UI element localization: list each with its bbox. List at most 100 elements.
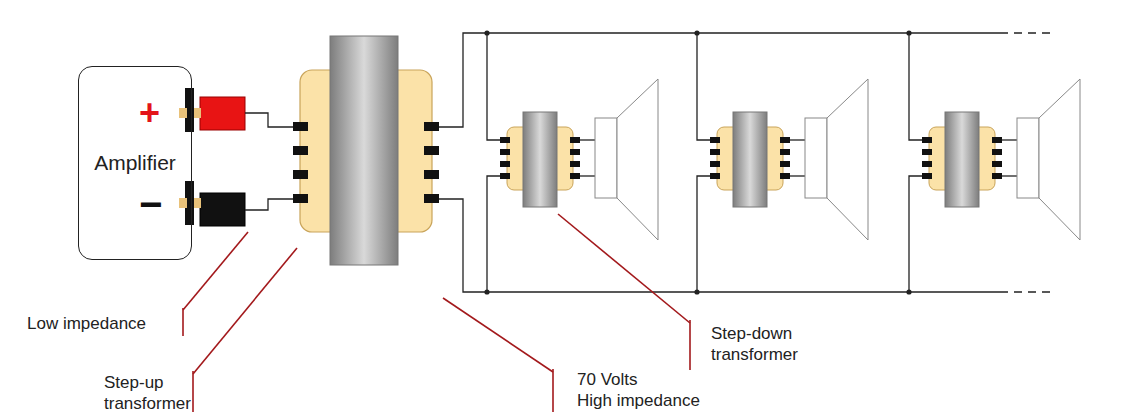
polarity-sign: − — [139, 184, 162, 224]
wire — [789, 139, 805, 140]
pin — [992, 161, 1002, 167]
label-line: transformer — [104, 393, 191, 414]
label-line: Low impedance — [27, 313, 146, 334]
label-line: High impedance — [577, 390, 700, 411]
bus-continuation — [1000, 291, 1050, 292]
leader-line — [193, 248, 297, 374]
wire — [487, 176, 501, 292]
callout-label: Step-up transformer — [104, 372, 191, 414]
red-terminal — [200, 97, 245, 130]
wire — [245, 113, 294, 127]
wire — [1001, 175, 1017, 176]
node-title: Amplifier — [94, 151, 176, 175]
leader-tick — [689, 320, 691, 370]
label-line: transformer — [711, 344, 798, 365]
pin — [922, 161, 932, 167]
pin — [570, 173, 580, 179]
transformer-pins — [293, 122, 439, 203]
leader-tick — [182, 308, 184, 336]
label-line: 70 Volts — [577, 369, 700, 390]
speaker-cone — [617, 79, 658, 240]
wire — [245, 199, 294, 210]
speaker-cone — [827, 79, 868, 240]
speaker-magnet — [1017, 118, 1039, 198]
transformer-core — [330, 36, 398, 265]
speaker-magnet — [805, 118, 827, 198]
unit-wires — [697, 33, 805, 292]
leader-tick — [552, 369, 554, 412]
pin — [710, 149, 720, 155]
wire — [909, 176, 923, 292]
wire — [579, 139, 595, 140]
bus-lines — [439, 33, 1050, 292]
pin — [424, 194, 439, 203]
callout-label: Low impedance — [27, 313, 146, 334]
leader-tick — [192, 371, 194, 412]
pin — [424, 170, 439, 179]
terminal-pin — [179, 198, 187, 208]
bus-wire — [439, 199, 1000, 292]
pin — [992, 137, 1002, 143]
junction-dot — [906, 30, 911, 35]
pin — [780, 161, 790, 167]
pin — [922, 173, 932, 179]
wire — [789, 175, 805, 176]
pin — [780, 137, 790, 143]
speaker-unit — [906, 30, 1080, 294]
terminal-pin — [179, 108, 187, 118]
pin — [424, 146, 439, 155]
transformer-core — [945, 112, 979, 207]
leader-line — [183, 232, 248, 310]
wire — [697, 33, 711, 140]
wire — [1001, 139, 1017, 140]
bus-continuation — [1000, 32, 1050, 33]
pin — [500, 149, 510, 155]
label-line: − — [139, 184, 162, 224]
callout-label: Step-down transformer — [711, 323, 798, 365]
terminal-pin — [194, 198, 201, 208]
pin — [293, 194, 308, 203]
junction-dot — [694, 30, 699, 35]
unit-wires — [487, 33, 595, 292]
pin — [500, 161, 510, 167]
pin — [293, 122, 308, 131]
junction-dot — [906, 289, 911, 294]
pin — [710, 161, 720, 167]
wire — [579, 175, 595, 176]
step-up-transformer — [293, 36, 439, 265]
transformer-core — [523, 112, 557, 207]
pin — [500, 137, 510, 143]
pin — [922, 137, 932, 143]
pin — [992, 173, 1002, 179]
pin — [570, 137, 580, 143]
pin — [992, 149, 1002, 155]
speaker-cone — [1039, 79, 1080, 240]
input-wires — [245, 113, 294, 210]
junction-dot — [484, 289, 489, 294]
callout-label: 70 Volts High impedance — [577, 369, 700, 411]
pin — [570, 149, 580, 155]
leader-line — [443, 298, 553, 372]
pin — [922, 149, 932, 155]
pin — [293, 170, 308, 179]
terminal-pin — [194, 108, 201, 118]
black-terminal — [200, 193, 245, 226]
label-line: Step-up — [104, 372, 191, 393]
speaker-magnet — [595, 118, 617, 198]
wire — [487, 33, 501, 140]
unit-wires — [909, 33, 1017, 292]
speaker-unit — [694, 30, 868, 294]
speaker-units — [484, 30, 1080, 294]
pin — [780, 149, 790, 155]
amplifier-box: Amplifier — [78, 66, 192, 260]
label-line: + — [139, 93, 160, 133]
amp-terminals — [179, 88, 245, 226]
junction-dot — [484, 30, 489, 35]
pin — [570, 161, 580, 167]
wire — [909, 33, 923, 140]
leader-line — [558, 214, 690, 323]
pin — [424, 122, 439, 131]
junction-dot — [694, 289, 699, 294]
